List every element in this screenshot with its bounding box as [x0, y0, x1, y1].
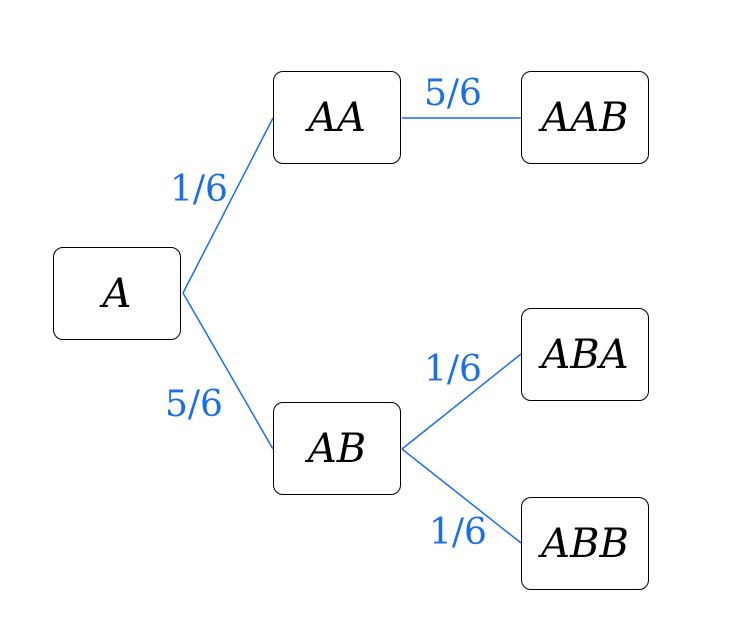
edge-a-ab — [182, 292, 274, 450]
node-aba-label: ABA — [541, 331, 629, 378]
edge-label-a-aa: 1/6 — [170, 169, 228, 210]
edge-label-a-ab: 5/6 — [165, 384, 223, 425]
node-aab-label: AAB — [541, 94, 629, 141]
node-a: A — [53, 247, 181, 340]
edge-ab-aba — [401, 353, 522, 450]
edge-label-ab-abb: 1/6 — [429, 512, 487, 553]
node-aab: AAB — [521, 71, 649, 164]
node-abb-label: ABB — [541, 520, 629, 567]
node-aa: AA — [273, 71, 401, 164]
node-ab: AB — [273, 402, 401, 495]
node-aa-label: AA — [308, 94, 366, 141]
node-ab-label: AB — [307, 425, 367, 472]
edge-ab-abb — [401, 448, 522, 544]
edge-label-aa-aab: 5/6 — [424, 73, 482, 114]
edge-a-aa — [182, 117, 274, 294]
edge-label-ab-aba: 1/6 — [424, 349, 482, 390]
node-aba: ABA — [521, 308, 649, 401]
node-a-label: A — [102, 270, 132, 317]
node-abb: ABB — [521, 497, 649, 590]
